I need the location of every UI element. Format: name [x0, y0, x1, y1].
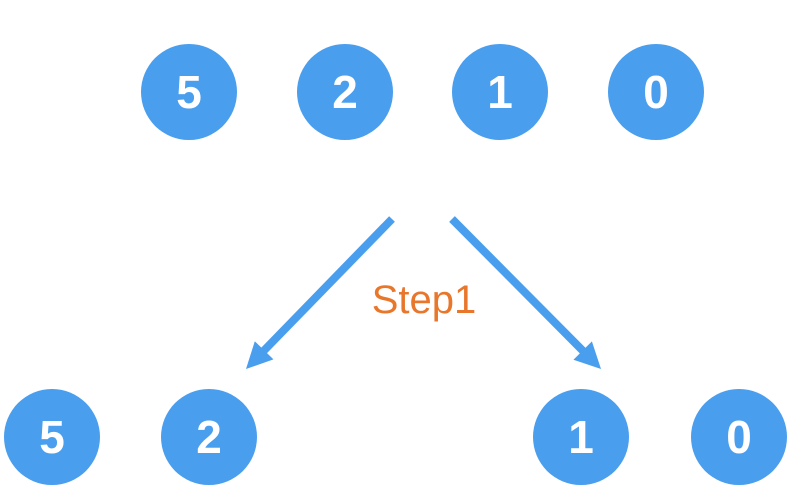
- node-value: 1: [568, 411, 594, 463]
- node-value: 0: [643, 66, 669, 118]
- top-node-0[interactable]: 0: [608, 44, 704, 140]
- node-value: 5: [176, 66, 202, 118]
- top-node-5[interactable]: 5: [141, 44, 237, 140]
- step-label: Step1: [371, 278, 477, 322]
- node-value: 0: [726, 411, 752, 463]
- node-value: 2: [332, 66, 358, 118]
- split-arrow-left: [246, 216, 395, 369]
- top-node-1[interactable]: 1: [452, 44, 548, 140]
- bottom-node-0[interactable]: 0: [691, 389, 787, 485]
- top-node-2[interactable]: 2: [297, 44, 393, 140]
- bottom-node-5[interactable]: 5: [4, 389, 100, 485]
- node-value: 5: [39, 411, 65, 463]
- bottom-node-1[interactable]: 1: [533, 389, 629, 485]
- node-value: 2: [196, 411, 222, 463]
- bottom-node-2[interactable]: 2: [161, 389, 257, 485]
- node-value: 1: [487, 66, 513, 118]
